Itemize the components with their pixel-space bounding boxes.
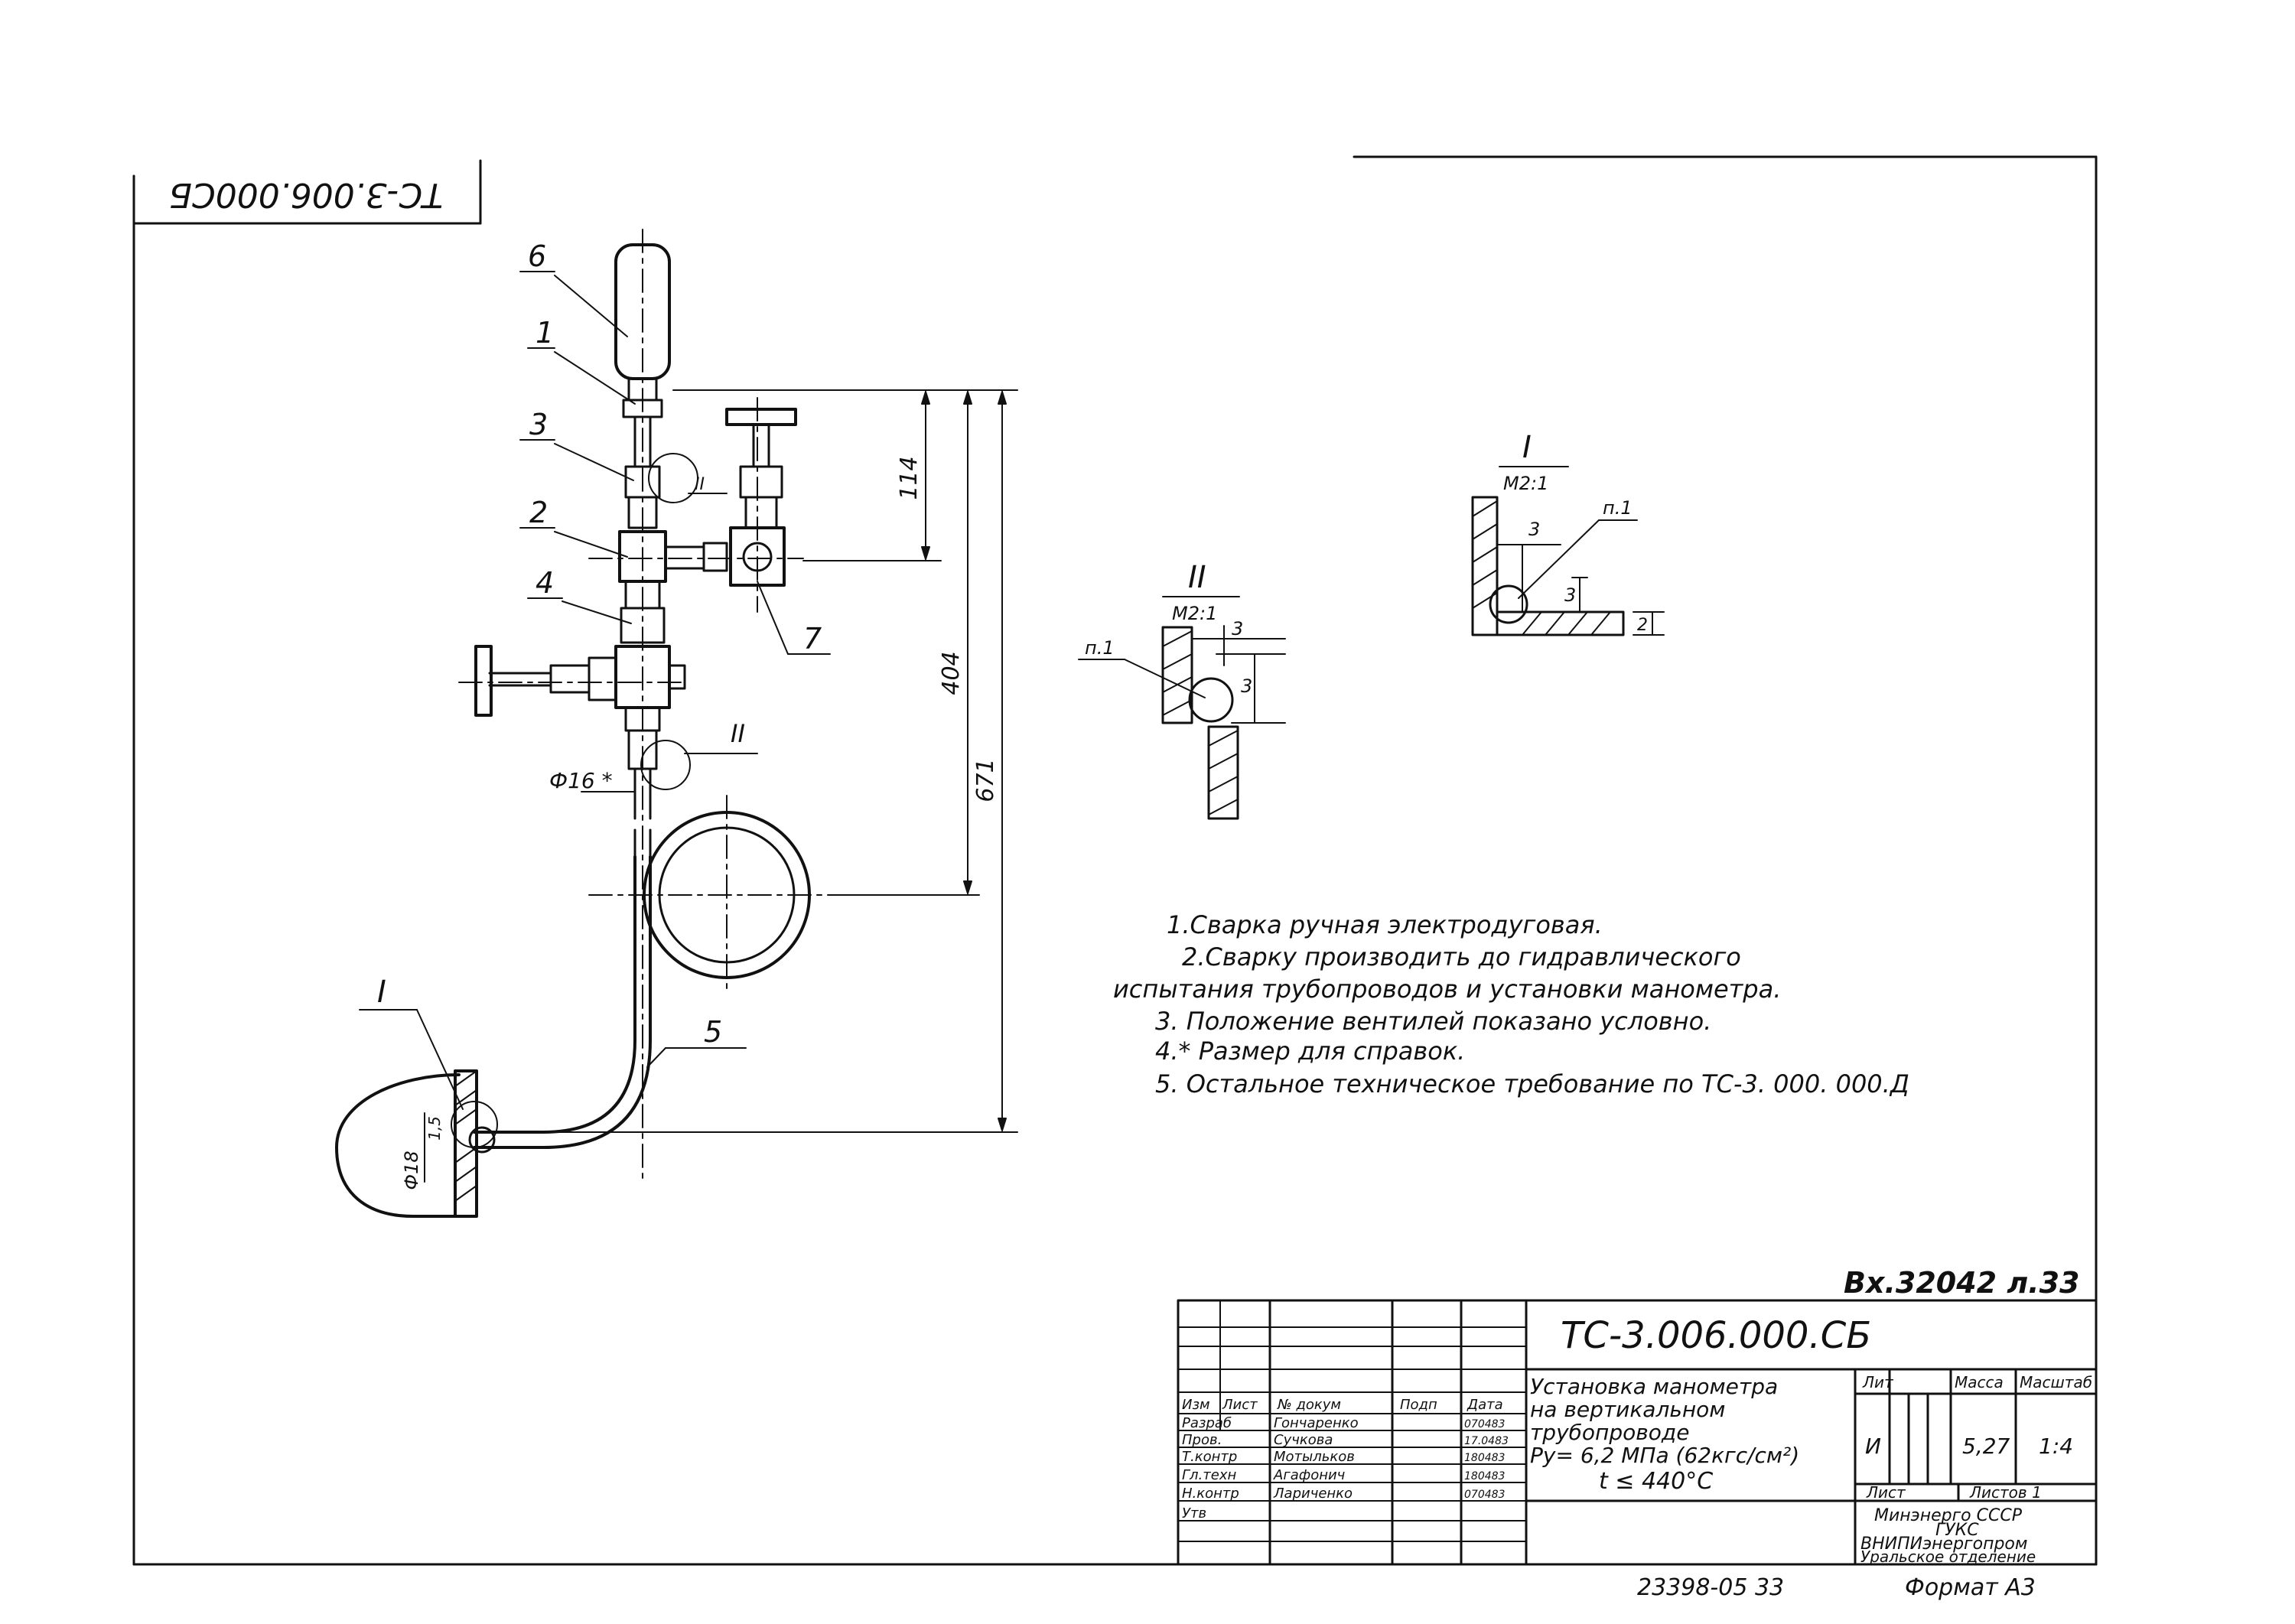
part-6: 6 bbox=[528, 239, 546, 273]
svg-text:Т.контр: Т.контр bbox=[1182, 1449, 1237, 1465]
svg-text:Изм: Изм bbox=[1182, 1397, 1210, 1413]
svg-text:Сучкова: Сучкова bbox=[1274, 1432, 1333, 1448]
title-designation: ТС-3.006.000.СБ bbox=[1561, 1314, 1871, 1357]
part-2: 2 bbox=[529, 496, 548, 529]
dim-114: 114 bbox=[896, 456, 923, 500]
svg-text:Агафонич: Агафонич bbox=[1273, 1467, 1345, 1483]
svg-text:Гл.техн: Гл.техн bbox=[1182, 1467, 1236, 1483]
callout-ii-lower: II bbox=[731, 719, 745, 748]
svg-text:070483: 070483 bbox=[1464, 1489, 1505, 1501]
left-valve-handwheel bbox=[474, 645, 493, 717]
svg-text:ГУКС: ГУКС bbox=[1935, 1521, 1979, 1540]
dim-phi16: Ф16 * bbox=[549, 768, 613, 793]
svg-text:Лист: Лист bbox=[1222, 1397, 1258, 1413]
svg-text:на вертикальном: на вертикальном bbox=[1530, 1397, 1725, 1422]
svg-text:Утв: Утв bbox=[1182, 1505, 1206, 1521]
svg-text:Уральское отделение: Уральское отделение bbox=[1860, 1548, 2036, 1566]
svg-text:070483: 070483 bbox=[1464, 1418, 1505, 1430]
archive-ref: Вх.32042 л.33 bbox=[1844, 1266, 2080, 1300]
title-right-cells: Лит Масса Масштаб И 5,27 1:4 Лист Листов… bbox=[1862, 1373, 2092, 1502]
svg-text:5,27: 5,27 bbox=[1962, 1434, 2010, 1459]
note-line: 2.Сварку производить до гидравлического bbox=[1182, 942, 1741, 971]
technical-notes: 1.Сварка ручная электродуговая. 2.Сварку… bbox=[1113, 910, 1909, 1098]
view-i-dim-c: 2 bbox=[1637, 616, 1648, 635]
view-ii-dim-b: 3 bbox=[1241, 675, 1252, 697]
svg-text:Масштаб: Масштаб bbox=[2020, 1373, 2092, 1391]
part-3: 3 bbox=[529, 408, 548, 441]
svg-text:Разраб: Разраб bbox=[1182, 1415, 1232, 1431]
view-ii-scale: М2:1 bbox=[1172, 603, 1217, 624]
svg-text:Ру= 6,2 МПа (62кгс/см²): Ру= 6,2 МПа (62кгс/см²) bbox=[1530, 1443, 1799, 1468]
view-i-note: п.1 bbox=[1603, 497, 1633, 519]
note-line: 1.Сварка ручная электродуговая. bbox=[1167, 910, 1603, 939]
organization: Минэнерго СССР ГУКС ВНИПИэнергопром Урал… bbox=[1860, 1506, 2036, 1566]
title-header-row: Изм Лист № докум Подп Дата bbox=[1182, 1397, 1503, 1413]
svg-text:Лариченко: Лариченко bbox=[1273, 1486, 1353, 1502]
view-i-dim-b: 3 bbox=[1564, 584, 1576, 606]
title-block-grid bbox=[1177, 1300, 1527, 1542]
svg-text:№ докум: № докум bbox=[1277, 1397, 1341, 1413]
title-name: Установка манометра на вертикальном труб… bbox=[1530, 1374, 1799, 1495]
svg-text:трубопроводе: трубопроводе bbox=[1530, 1420, 1689, 1445]
right-valve-handwheel bbox=[725, 408, 797, 426]
svg-text:Масса: Масса bbox=[1955, 1373, 2004, 1391]
svg-text:Мотыльков: Мотыльков bbox=[1274, 1449, 1355, 1465]
svg-text:Гончаренко: Гончаренко bbox=[1274, 1415, 1359, 1431]
svg-text:Лит: Лит bbox=[1862, 1373, 1894, 1391]
footer-code: 23398-05 33 bbox=[1637, 1574, 1784, 1601]
part-leaders bbox=[519, 271, 831, 1068]
svg-text:Минэнерго СССР: Минэнерго СССР bbox=[1874, 1506, 2023, 1525]
part-7: 7 bbox=[803, 622, 822, 656]
callout-i: I bbox=[377, 975, 386, 1010]
dim-404: 404 bbox=[938, 651, 965, 695]
view-i-dim-a: 3 bbox=[1528, 519, 1540, 540]
svg-text:ВНИПИэнергопром: ВНИПИэнергопром bbox=[1860, 1535, 2027, 1554]
svg-text:17.0483: 17.0483 bbox=[1464, 1435, 1509, 1447]
signature-rows: Разраб Гончаренко 070483 Пров. Сучкова 1… bbox=[1182, 1415, 1509, 1521]
centerlines bbox=[458, 229, 835, 1179]
note-line: испытания трубопроводов и установки мано… bbox=[1113, 975, 1781, 1004]
note-line: 4.* Размер для справок. bbox=[1155, 1037, 1465, 1066]
svg-text:180483: 180483 bbox=[1464, 1470, 1505, 1482]
note-line: 5. Остальное техническое требование по Т… bbox=[1155, 1069, 1909, 1098]
svg-text:Подп: Подп bbox=[1400, 1397, 1437, 1413]
dimension-lines bbox=[424, 389, 1018, 1183]
view-ii-label: II bbox=[1188, 560, 1206, 595]
format-label: Формат А3 bbox=[1905, 1574, 2036, 1601]
detail-view-i bbox=[1471, 466, 1665, 636]
part-1: 1 bbox=[536, 316, 554, 350]
svg-text:Листов 1: Листов 1 bbox=[1969, 1483, 2042, 1502]
svg-text:И: И bbox=[1865, 1434, 1881, 1459]
detail-view-ii bbox=[1078, 596, 1286, 820]
main-pipe-section bbox=[335, 1073, 461, 1218]
view-ii-note: п.1 bbox=[1085, 637, 1115, 659]
dim-phi18: Ф18 bbox=[401, 1150, 422, 1190]
svg-text:Пров.: Пров. bbox=[1182, 1432, 1222, 1448]
svg-text:Установка манометра: Установка манометра bbox=[1530, 1374, 1778, 1399]
svg-text:1:4: 1:4 bbox=[2039, 1434, 2073, 1459]
dim-15: 1,5 bbox=[425, 1116, 444, 1141]
view-ii-dim-a: 3 bbox=[1232, 618, 1243, 640]
svg-text:180483: 180483 bbox=[1464, 1452, 1505, 1464]
svg-text:t ≤ 440°С: t ≤ 440°С bbox=[1599, 1468, 1713, 1495]
callout-ii-upper: II bbox=[695, 475, 705, 494]
note-line: 3. Положение вентилей показано условно. bbox=[1155, 1007, 1711, 1036]
svg-text:Дата: Дата bbox=[1467, 1397, 1503, 1413]
svg-text:Н.контр: Н.контр bbox=[1182, 1486, 1239, 1502]
part-4: 4 bbox=[536, 566, 554, 600]
dim-671: 671 bbox=[972, 758, 999, 802]
view-i-label: I bbox=[1522, 430, 1532, 465]
view-i-scale: М2:1 bbox=[1503, 473, 1548, 494]
part-5: 5 bbox=[704, 1015, 722, 1049]
svg-text:Лист: Лист bbox=[1866, 1483, 1906, 1502]
rotated-stamp: ТС-3.006.000СБ bbox=[169, 175, 443, 214]
detail-callouts bbox=[359, 453, 758, 1148]
